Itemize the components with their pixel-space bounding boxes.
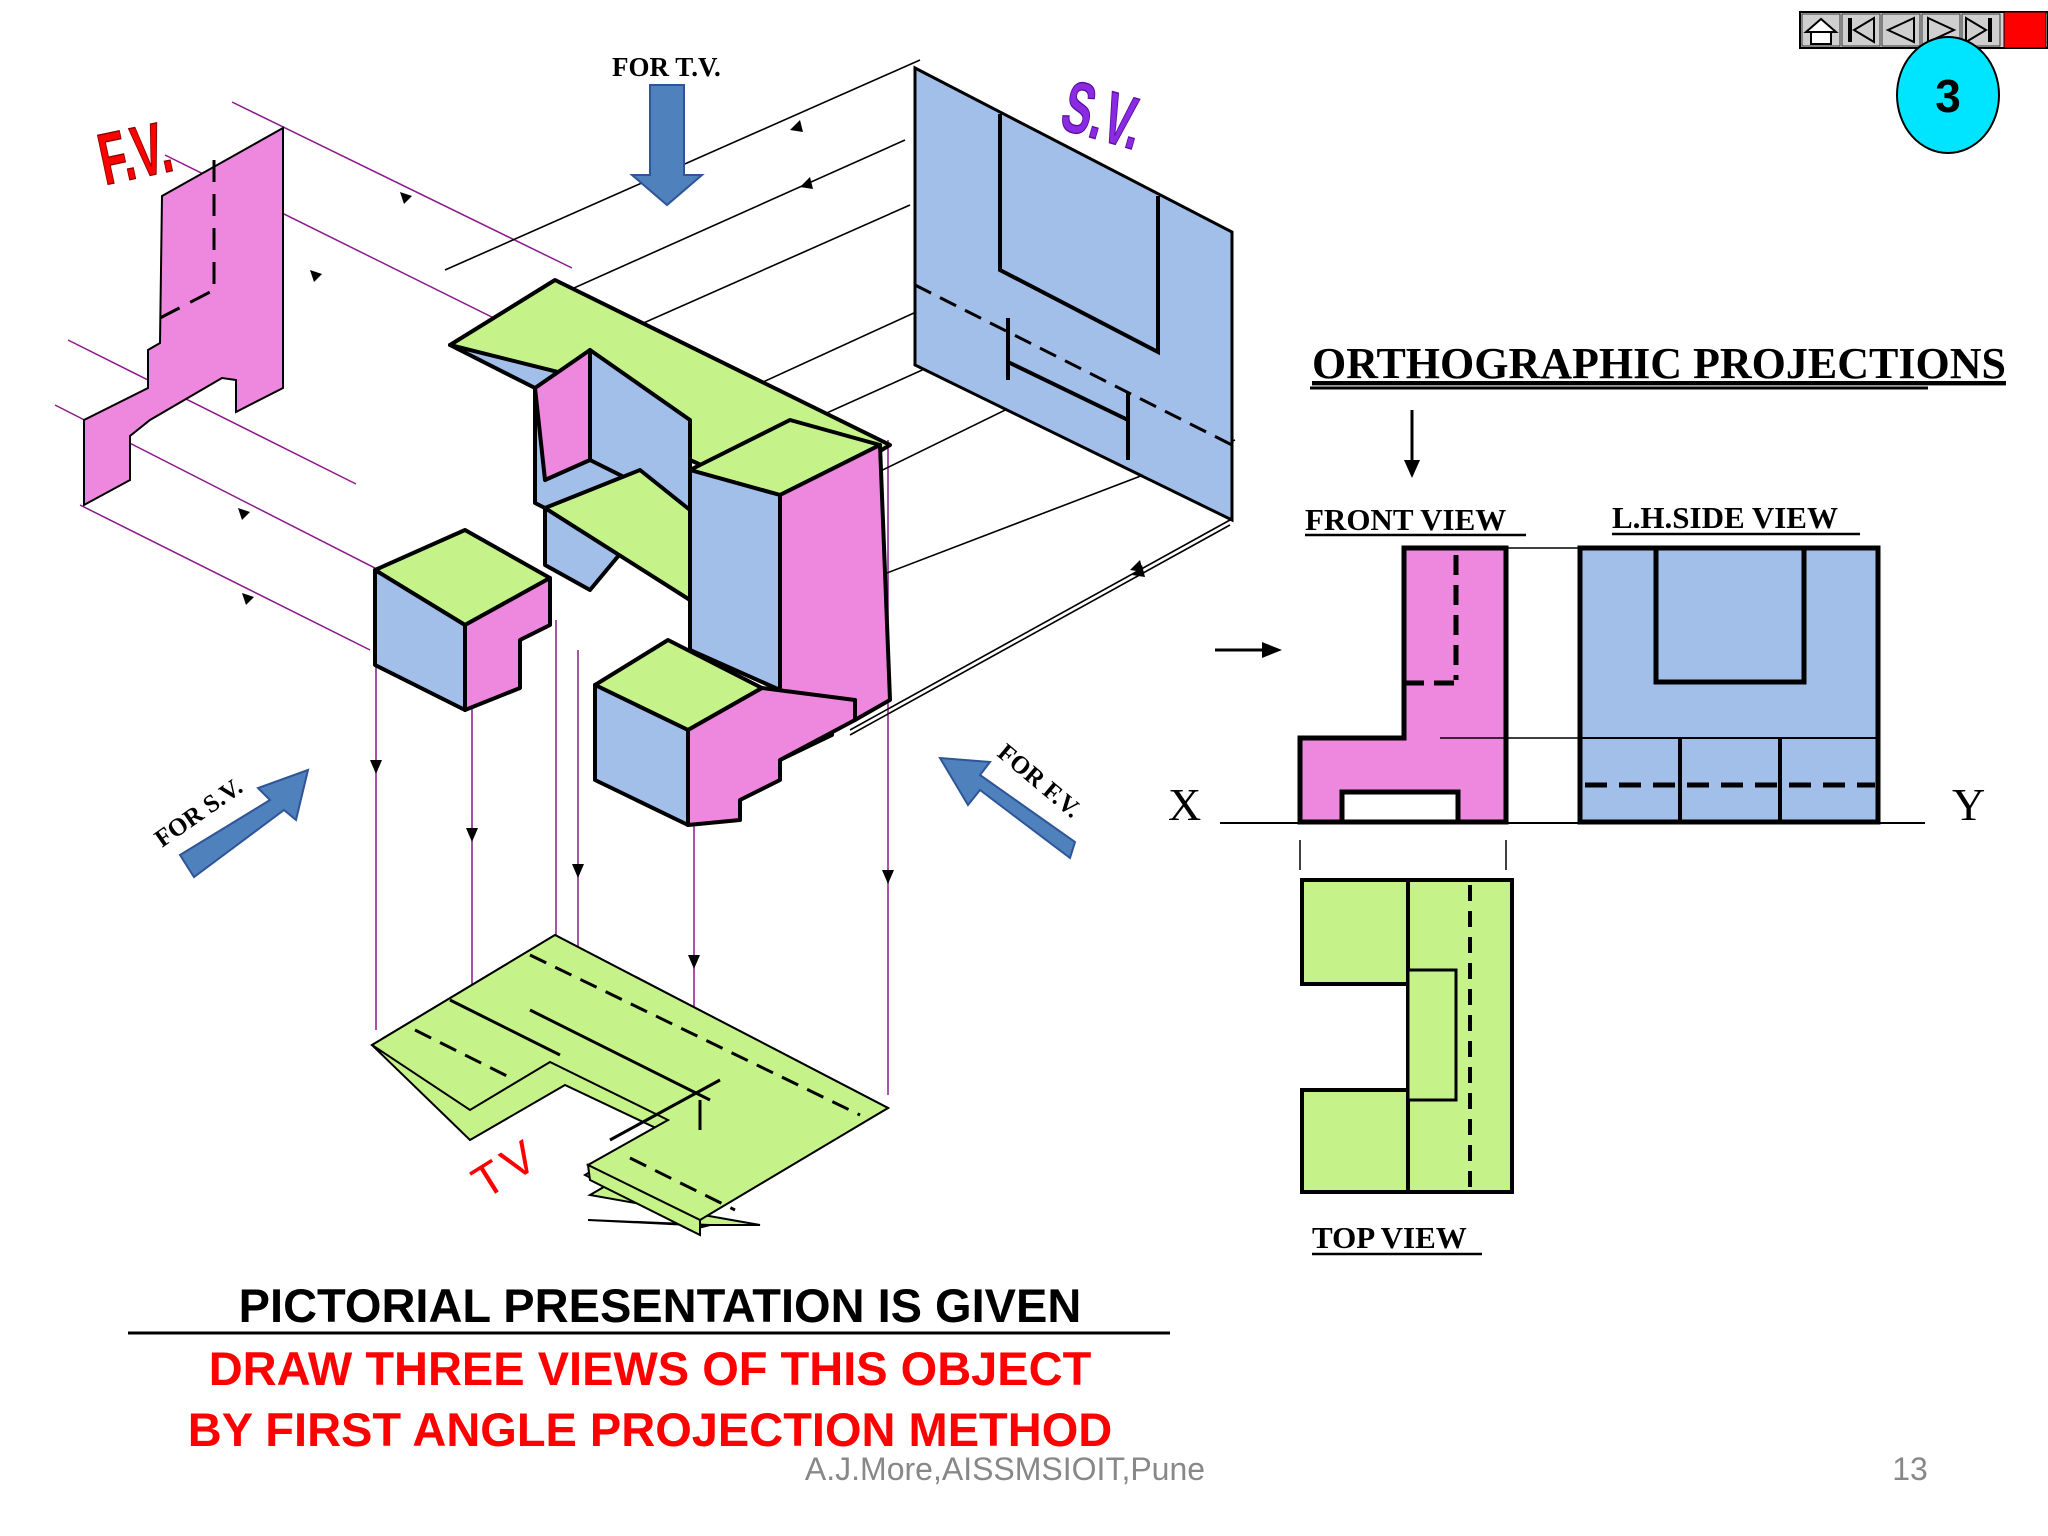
- front-view-label: FRONT VIEW: [1305, 502, 1506, 537]
- label-fv: F.V.: [91, 105, 179, 200]
- pictorial-front-view-plane: [83, 126, 284, 507]
- top-view-label: TOP VIEW: [1312, 1220, 1467, 1255]
- ortho-side-view: [1577, 545, 1881, 825]
- caption-line-1: PICTORIAL PRESENTATION IS GIVEN: [239, 1279, 1082, 1332]
- side-view-label: L.H.SIDE VIEW: [1612, 500, 1838, 535]
- x-label: X: [1168, 779, 1201, 830]
- direction-arrow-sv: [178, 768, 310, 879]
- step-badge-number: 3: [1935, 70, 1961, 122]
- caption-line-3: BY FIRST ANGLE PROJECTION METHOD: [188, 1403, 1112, 1456]
- footer-page-number: 13: [1892, 1451, 1928, 1487]
- footer-author: A.J.More,AISSMSIOIT,Pune: [805, 1451, 1205, 1487]
- slide-navigation: [1799, 11, 2048, 49]
- pictorial-side-view-plane: [913, 65, 1234, 523]
- ortho-top-view: [1300, 878, 1514, 1194]
- pictorial-top-view-plane: [370, 933, 891, 1237]
- ortho-title: ORTHOGRAPHIC PROJECTIONS: [1312, 339, 2006, 388]
- direction-arrow-fv: [938, 756, 1077, 860]
- previous-slide-icon[interactable]: [1881, 13, 1921, 47]
- caption-line-2: DRAW THREE VIEWS OF THIS OBJECT: [209, 1342, 1092, 1395]
- arrow-label-tv: FOR T.V.: [612, 52, 721, 82]
- pictorial-object: [373, 278, 892, 827]
- first-slide-icon[interactable]: [1841, 13, 1881, 47]
- y-label: Y: [1952, 779, 1985, 830]
- home-icon[interactable]: [1801, 13, 1841, 47]
- step-badge: 3: [1896, 36, 2000, 154]
- ortho-front-view: [1297, 545, 1509, 825]
- direction-arrow-tv: [629, 84, 705, 207]
- exit-icon[interactable]: [2003, 11, 2047, 49]
- label-tv: TV: [463, 1127, 551, 1209]
- orthographic-section: ORTHOGRAPHIC PROJECTIONS FRONT VIEW L.H.…: [1168, 339, 2006, 1256]
- captions: PICTORIAL PRESENTATION IS GIVEN DRAW THR…: [128, 1279, 1170, 1456]
